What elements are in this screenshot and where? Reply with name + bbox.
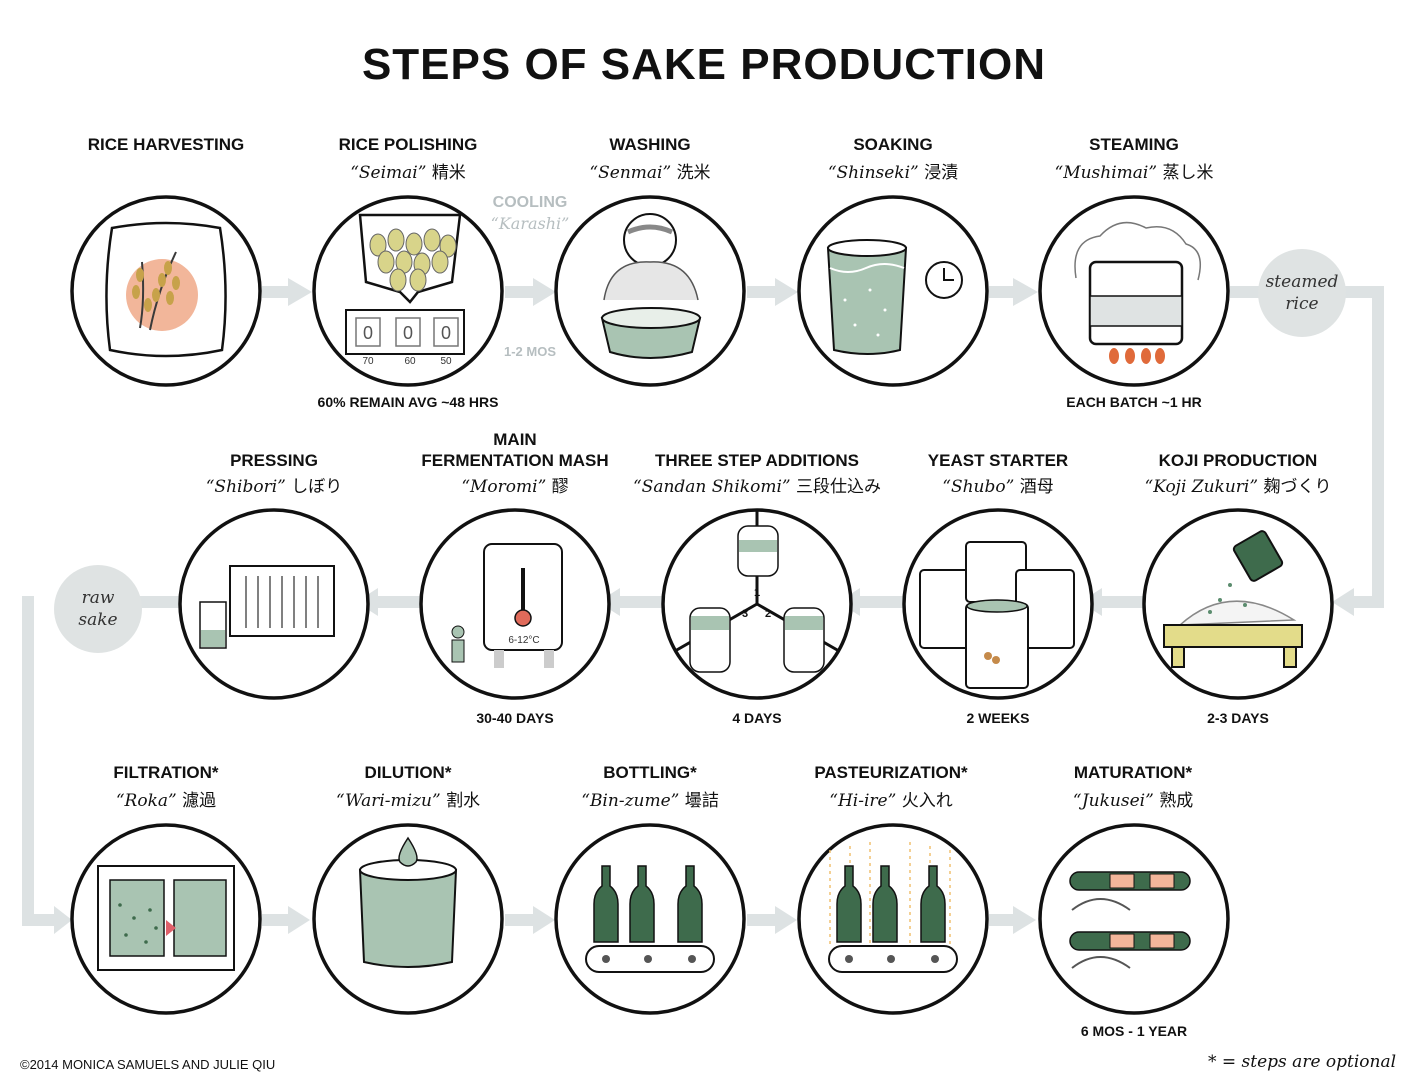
step-subtitle: “Moromi” 醪	[461, 477, 569, 497]
step-title: FILTRATION*	[113, 763, 219, 782]
step-note: 30-40 DAYS	[476, 710, 554, 726]
step-title: MATURATION*	[1073, 763, 1193, 782]
step-subtitle: “Seimai” 精米	[350, 163, 466, 183]
raw-sake-label: raw sake	[78, 588, 118, 630]
cooling-romaji: “Karashi”	[490, 214, 570, 233]
cooling-duration: 1-2 MOS	[503, 344, 556, 359]
step-title: PRESSING	[230, 451, 318, 470]
addition-number: 1	[754, 587, 760, 599]
page-title: STEPS OF SAKE PRODUCTION	[361, 40, 1047, 89]
tank-temperature: 6-12°C	[508, 635, 539, 646]
step-title: KOJI PRODUCTION	[1158, 451, 1318, 470]
steamed-rice-bubble	[1258, 249, 1346, 337]
rice-sack-illustration	[105, 221, 227, 358]
steaming-illustration	[1074, 221, 1201, 364]
step-title: BOTTLING*	[603, 763, 697, 782]
polishing-machine-illustration: 0 0 0 70 60 50	[345, 213, 465, 367]
step-subtitle: “Senmai” 洗米	[589, 163, 711, 183]
step-note: 4 DAYS	[732, 710, 782, 726]
step-subtitle: “Bin-zume” 壜詰	[581, 791, 719, 811]
addition-number: 2	[765, 608, 771, 620]
washing-illustration	[600, 213, 702, 359]
step-title: MAIN FERMENTATION MASH	[421, 430, 609, 470]
fermentation-tank-illustration: 6-12°C	[451, 543, 563, 668]
circle-maturation	[1038, 823, 1230, 1015]
cooling-title: COOLING	[492, 194, 568, 211]
step-subtitle: “Shinseki” 浸漬	[827, 163, 959, 183]
filtration-illustration	[97, 865, 235, 971]
step-subtitle: “Mushimai” 蒸し米	[1054, 163, 1214, 183]
step-note: 2-3 DAYS	[1207, 710, 1269, 726]
step-note: EACH BATCH ~1 HR	[1066, 394, 1202, 410]
step-subtitle: “Shibori” しぼり	[205, 477, 343, 497]
step-title: THREE STEP ADDITIONS	[654, 451, 860, 470]
scale-digit: 0	[403, 323, 413, 343]
step-note: 2 WEEKS	[966, 710, 1030, 726]
pressing-illustration	[199, 565, 335, 649]
scale-mark: 60	[404, 356, 416, 367]
step-subtitle: “Jukusei” 熟成	[1072, 791, 1194, 811]
step-subtitle: “Hi-ire” 火入れ	[829, 791, 953, 811]
scale-mark: 70	[362, 356, 374, 367]
step-subtitle: “Roka” 濾過	[115, 791, 217, 811]
step-title: SOAKING	[853, 135, 933, 154]
steamed-rice-label: steamed rice	[1265, 272, 1339, 314]
copyright: ©2014 MONICA SAMUELS AND JULIE QIU	[20, 1057, 276, 1072]
step-title: YEAST STARTER	[927, 451, 1069, 470]
yeast-starter-illustration	[919, 541, 1075, 689]
step-title: DILUTION*	[364, 763, 452, 782]
step-subtitle: “Koji Zukuri” 麹づくり	[1144, 477, 1332, 497]
bottling-illustration	[585, 865, 715, 973]
step-note: 60% REMAIN AVG ~48 HRS	[317, 394, 499, 410]
step-title: WASHING	[609, 135, 691, 154]
step-title: PASTEURIZATION*	[814, 763, 968, 782]
step-subtitle: “Wari-mizu” 割水	[335, 791, 481, 811]
scale-digit: 0	[363, 323, 373, 343]
pasteurization-illustration	[828, 842, 958, 973]
step-title: RICE HARVESTING	[87, 135, 245, 154]
step-title: RICE POLISHING	[338, 135, 478, 154]
dilution-illustration	[358, 836, 458, 968]
scale-digit: 0	[441, 323, 451, 343]
raw-sake-bubble	[54, 565, 142, 653]
koji-illustration	[1163, 530, 1303, 668]
soaking-illustration	[826, 239, 963, 355]
addition-number: 3	[742, 608, 748, 620]
scale-mark: 50	[440, 356, 452, 367]
legend: * = steps are optional	[1208, 1052, 1397, 1072]
step-subtitle: “Sandan Shikomi” 三段仕込み	[632, 477, 881, 497]
step-note: 6 MOS - 1 YEAR	[1080, 1023, 1188, 1039]
three-step-illustration: 1 2 3	[674, 510, 840, 673]
step-title: STEAMING	[1089, 135, 1179, 154]
step-subtitle: “Shubo” 酒母	[942, 477, 1054, 497]
maturation-illustration	[1069, 871, 1191, 969]
